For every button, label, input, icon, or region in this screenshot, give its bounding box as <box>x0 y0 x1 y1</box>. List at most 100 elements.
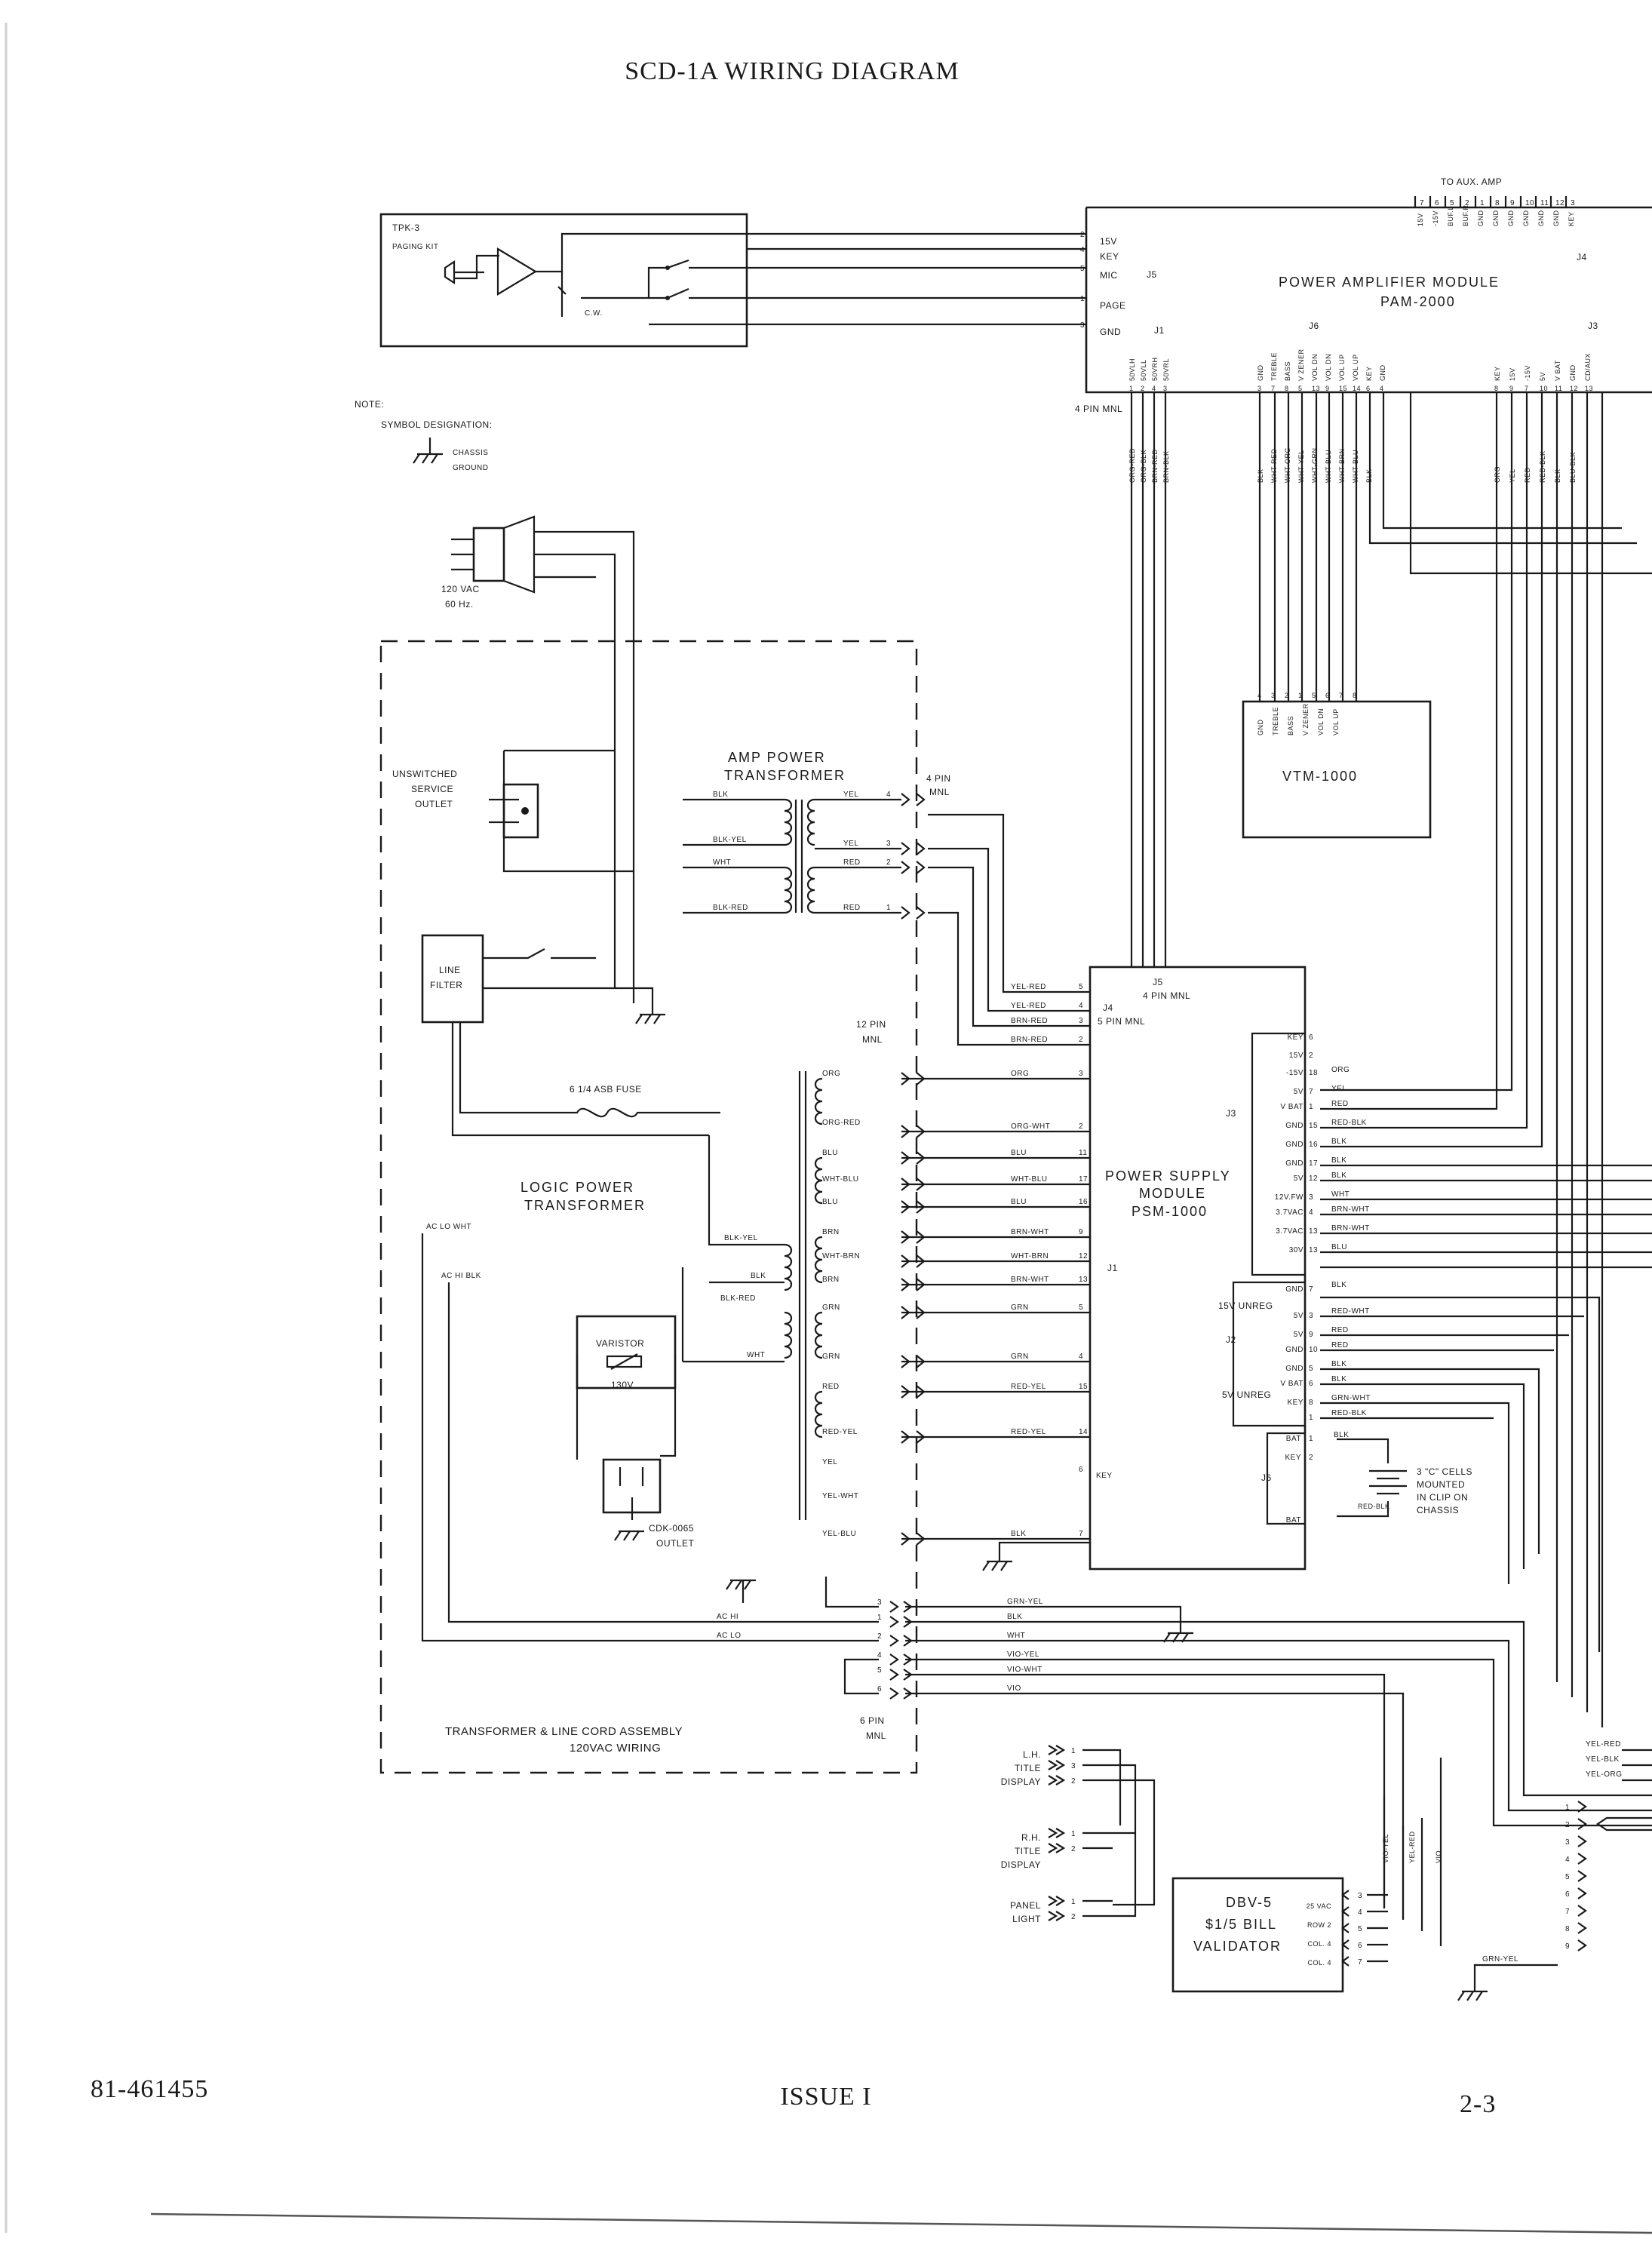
psm-j3: J3 <box>1226 1108 1236 1119</box>
psm-j2-wire: RED <box>1331 1326 1349 1334</box>
psm-j3-wire: RED <box>1331 1100 1349 1108</box>
varistor: VARISTOR 130V <box>576 1315 677 1390</box>
display-label: PANEL <box>1010 1900 1041 1911</box>
psm-j1-pin: 11 <box>1079 1149 1087 1157</box>
right-edge-chevron <box>1577 1870 1587 1882</box>
logic-tx-secondary-wire: BLU <box>822 1149 838 1157</box>
pam-j4-signal: GND <box>1522 210 1530 227</box>
fuse-label: 6 1/4 ASB FUSE <box>570 1084 642 1095</box>
right-edge-wire: YEL-RED <box>1586 1740 1621 1749</box>
dbv-chevron <box>1341 1923 1350 1933</box>
right-edge-grn: GRN-YEL <box>1482 1955 1518 1964</box>
psm-j3-signal: 15V <box>1289 1052 1303 1060</box>
psm-j3-wire: ORG <box>1331 1066 1350 1074</box>
right-edge-wire: YEL-ORG <box>1586 1770 1623 1779</box>
right-edge-chevron <box>1577 1905 1587 1917</box>
display-chevron <box>1048 1760 1066 1770</box>
psm-j2-signal: GND <box>1285 1346 1303 1354</box>
right-edge-pin: 6 <box>1565 1890 1570 1899</box>
psm-j3-wire: BLU <box>1331 1243 1347 1251</box>
psm-j1-wire-color: BRN-WHT <box>1011 1228 1049 1236</box>
vtm-pin: 8 <box>1353 692 1357 699</box>
amp-tx-pin: 4 <box>886 791 891 799</box>
psm-j3-signal: V BAT <box>1280 1103 1303 1111</box>
logic-tx-secondary-coil <box>814 1311 823 1359</box>
logic-power-transformer: LOGIC POWER TRANSFORMER 12 PIN MNL AC LO… <box>426 1019 886 1538</box>
pam-j6-signal: VOL UP <box>1352 354 1359 381</box>
amp-tx-l1: AMP POWER <box>728 750 826 765</box>
vtm-signal: V ZENER <box>1302 703 1310 735</box>
amp-mnl-chevron <box>901 842 926 855</box>
psm-j6-bracket <box>1266 1432 1305 1525</box>
psm-j6: J6 <box>1261 1472 1272 1483</box>
right-edge-chevron <box>1577 1835 1587 1847</box>
mnl-chevron <box>901 1200 926 1214</box>
note-line: SYMBOL DESIGNATION: <box>381 419 493 430</box>
logic-tx-l2: TRANSFORMER <box>524 1198 646 1213</box>
note-sym1: CHASSIS <box>453 449 488 457</box>
psm-j6-pin: 2 <box>1309 1454 1313 1462</box>
right-edge-pin: 7 <box>1565 1908 1570 1916</box>
pam-j5-pin: 3 <box>1080 321 1085 330</box>
pam-j3-signal: GND <box>1569 365 1577 382</box>
psm-j2-signal: 5V <box>1294 1331 1303 1339</box>
pam-j5-pin: 5 <box>1080 265 1085 273</box>
pam-j1-pin: 2 <box>1141 385 1145 392</box>
mnl12-2: MNL <box>862 1034 883 1045</box>
pam-j3-signal: KEY <box>1494 366 1501 381</box>
psm-j3-pin: 12 <box>1309 1174 1318 1183</box>
psm-j4-pin: 4 <box>1079 1002 1083 1010</box>
display-label: LIGHT <box>1012 1914 1041 1924</box>
mnl6-pin: 4 <box>877 1651 882 1660</box>
page-title: SCD-1A WIRING DIAGRAM <box>625 57 960 85</box>
pam-j4-pin: 10 <box>1525 199 1534 207</box>
footer-doc-number: 81-461455 <box>91 2075 208 2103</box>
psm-j3-signal: GND <box>1285 1122 1303 1130</box>
dbv-signal: 25 VAC <box>1307 1902 1331 1910</box>
vtm-signal: BASS <box>1287 716 1294 735</box>
psm-j5: J5 <box>1153 977 1163 987</box>
psm-j2-pin: 8 <box>1309 1399 1313 1407</box>
amp-tx-primary-wire: BLK-RED <box>713 904 748 912</box>
vtm-signal: VOL UP <box>1332 708 1340 735</box>
tpk3-name: TPK-3 <box>392 223 420 233</box>
display-chevron <box>1048 1775 1066 1786</box>
amp-mnl-1: 4 PIN <box>926 773 951 784</box>
pam-j3-pin: 7 <box>1525 385 1529 392</box>
psm-j2-wire: BLK <box>1331 1360 1346 1368</box>
amp-mnl-chevron <box>901 906 926 920</box>
power-supply-module: POWER SUPPLY MODULE PSM-1000 J5 4 PIN MN… <box>901 966 1472 1571</box>
fuse: 6 1/4 ASB FUSE <box>562 1084 720 1118</box>
amp-power-transformer: AMP POWER TRANSFORMER 4 PIN MNL BLKBLK-Y… <box>683 750 951 920</box>
psm-j2-wire: GRN-WHT <box>1331 1394 1371 1402</box>
psm-j1-pin: 2 <box>1079 1122 1083 1131</box>
tpk3-sub: PAGING KIT <box>392 243 439 251</box>
title-displays: L.H.TITLEDISPLAY132R.H.TITLEDISPLAY12PAN… <box>1001 1745 1156 1924</box>
pam-j3-label: J3 <box>1588 321 1598 331</box>
psm-j3-signal: 30V <box>1289 1246 1303 1254</box>
psm-j3-signal: 3.7VAC <box>1276 1208 1303 1217</box>
pam-j5-signal: MIC <box>1100 270 1118 281</box>
dbv-l3: VALIDATOR <box>1193 1939 1282 1954</box>
right-edge-chevron <box>1577 1939 1587 1951</box>
psm-j1: J1 <box>1107 1263 1118 1273</box>
psm-j2-signal: GND <box>1285 1365 1303 1373</box>
psm-j4-wire: BRN-RED <box>1011 1017 1048 1025</box>
psm-j6-signal: KEY <box>1285 1454 1301 1462</box>
pam-j4-pin: 8 <box>1495 199 1500 207</box>
pam-j1-signal: 50VLL <box>1140 359 1147 381</box>
psm-j2-wire: BLK <box>1331 1375 1346 1383</box>
mnl6-loop <box>843 1658 879 1695</box>
footer-page: 2-3 <box>1460 2090 1496 2118</box>
logic-tx-secondary-coil <box>814 1156 823 1205</box>
psm-j3-signal: 12V.FW <box>1275 1193 1303 1202</box>
amp-tx-secondary-coil <box>806 798 815 846</box>
logic-tx-secondary-wire: WHT-BLU <box>822 1175 859 1184</box>
mnl-chevron <box>901 1385 926 1399</box>
psm-j2-pin: 7 <box>1309 1285 1313 1294</box>
pam-j5-signal: PAGE <box>1100 300 1125 311</box>
vtm-pin: 2 <box>1285 692 1289 699</box>
psm-j2-pin: 1 <box>1309 1414 1313 1422</box>
